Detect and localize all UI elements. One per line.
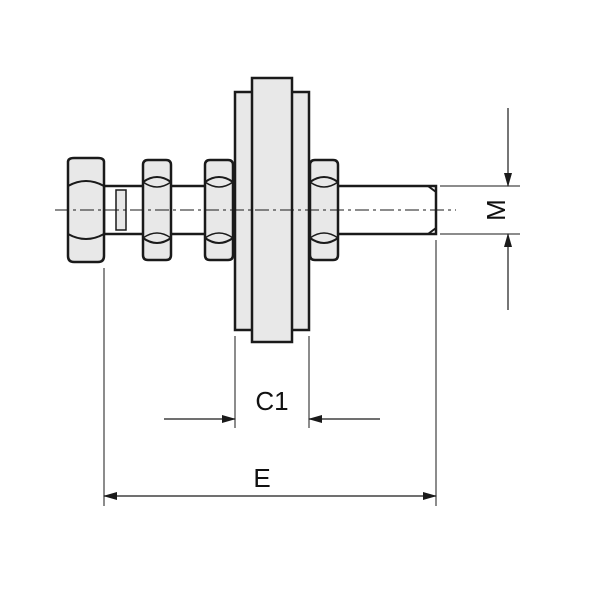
dimension-e: E	[103, 240, 437, 506]
dimension-c1: C1	[164, 336, 380, 428]
washer-disc	[233, 76, 311, 344]
dimension-label-m: M	[481, 199, 511, 221]
dimension-label-e: E	[253, 463, 270, 493]
dimension-label-c1: C1	[255, 386, 288, 416]
dimension-m: M	[440, 108, 520, 310]
